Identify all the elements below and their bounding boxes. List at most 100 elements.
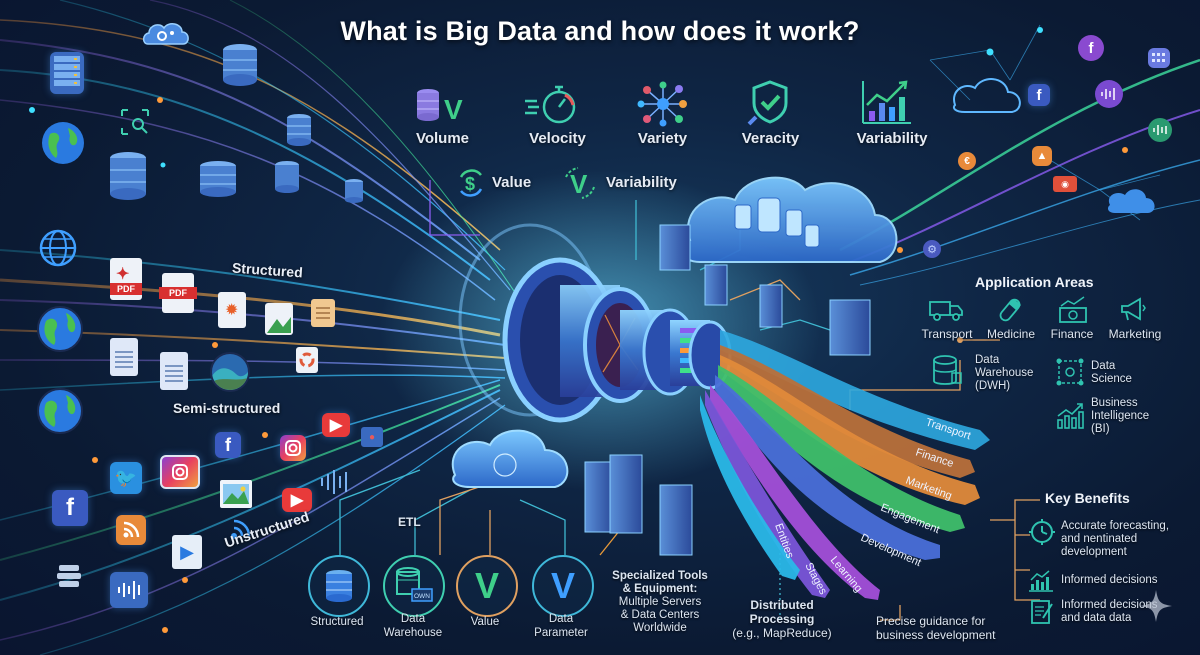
page-title: What is Big Data and how does it work?: [340, 16, 860, 46]
v-letter-icon: V: [550, 565, 575, 606]
svg-text:V: V: [444, 94, 463, 125]
instagram-icon: [160, 455, 200, 489]
bi-chart-icon: [1055, 400, 1085, 430]
text-file-icon: [160, 352, 188, 390]
svg-text:OWN: OWN: [414, 593, 430, 600]
audio-wave-icon: [110, 572, 148, 608]
pdf-file-icon: PDF: [159, 273, 197, 313]
database-icon: [273, 160, 301, 194]
media-icon: ●: [361, 427, 383, 447]
app-area-medicine: Medicine: [986, 327, 1036, 341]
value-label: Value: [492, 174, 532, 191]
specialized-tools-text: Specialized Tools & Equipment: Multiple …: [612, 570, 708, 634]
globe-icon: [40, 120, 86, 166]
database-icon: [285, 112, 313, 148]
shield-check-icon: [745, 78, 795, 128]
stopwatch-icon: [520, 82, 590, 127]
pdf-file-icon: ✦ PDF: [110, 258, 142, 300]
v-letter-icon: V: [474, 565, 499, 606]
youtube-icon: ▶: [282, 488, 312, 512]
sparkle-icon: [1138, 588, 1174, 624]
structured-node: [308, 555, 370, 617]
image-icon: [220, 480, 252, 508]
chat-grid-icon: [1148, 48, 1170, 68]
settings-icon: ⚙: [923, 240, 941, 258]
truck-icon: [928, 298, 964, 322]
facebook-icon: f: [215, 432, 241, 458]
semi-structured-category-label: Semi-structured: [173, 400, 281, 416]
data-scan-icon: [120, 108, 150, 136]
v-cycle-icon: V: [560, 165, 600, 201]
megaphone-icon: [1118, 296, 1148, 324]
database-icon: [220, 42, 260, 87]
variability-item: [858, 78, 913, 128]
chart-up-icon: [1028, 568, 1054, 592]
app-area-dwh: Data Warehouse (DWH): [975, 354, 1034, 392]
facebook-icon: f: [1078, 35, 1104, 61]
database-v-icon: V: [414, 85, 470, 125]
app-area-marketing: Marketing: [1108, 327, 1162, 341]
data-warehouse-node-label: Data Warehouse: [383, 613, 443, 639]
veracity-label: Veracity: [741, 130, 800, 147]
facebook-icon: f: [52, 490, 88, 526]
audio-wave-icon: [1148, 118, 1172, 142]
variability-secondary-label: Variability: [606, 174, 677, 191]
video-file-icon: ▶: [172, 535, 202, 569]
stack-server-icon: [55, 562, 83, 590]
structured-node-label: Structured: [310, 616, 364, 628]
globe-icon: [36, 387, 84, 435]
clock-gear-icon: [1028, 518, 1056, 546]
document-file-icon: [311, 299, 335, 327]
data-science-icon: [1055, 357, 1085, 387]
chart-file-icon: [296, 347, 318, 373]
data-warehouse-icon: [932, 355, 964, 387]
globe-grid-icon: [38, 228, 78, 268]
dollar-cycle-icon: $: [455, 167, 487, 199]
text-file-icon: [110, 338, 138, 376]
audio-wave-icon: [1095, 80, 1123, 108]
camera-icon: ◉: [1053, 176, 1077, 192]
benefit-informed-decisions-data: Informed decisions and data data: [1061, 599, 1158, 624]
application-areas-title: Application Areas: [975, 274, 1094, 290]
data-parameter-node: V: [532, 555, 594, 617]
youtube-icon: ▶: [322, 413, 350, 437]
svg-text:V: V: [570, 169, 588, 199]
database-icon: [343, 178, 365, 204]
data-parameter-node-label: Data Parameter: [534, 613, 588, 639]
precise-guidance-text: Precise guidance for business developmen…: [876, 614, 996, 642]
variability-label: Variability: [856, 130, 928, 147]
value-node-label: Value: [470, 616, 500, 628]
volume-label: Volume: [415, 130, 470, 147]
svg-text:$: $: [465, 174, 475, 194]
fire-file-icon: ✹: [218, 292, 246, 328]
app-area-finance: Finance: [1050, 327, 1094, 341]
cloud-gear-icon: [140, 18, 192, 50]
veracity-item: [745, 78, 795, 128]
server-rack-icon: [50, 52, 84, 94]
benefit-informed-decisions: Informed decisions: [1061, 574, 1158, 586]
volume-item: V: [410, 85, 470, 130]
bar-chart-growth-icon: [858, 78, 913, 128]
network-nodes-icon: [635, 80, 690, 128]
twitter-icon: 🐦: [110, 462, 142, 494]
pill-icon: [995, 296, 1025, 324]
velocity-label: Velocity: [529, 130, 586, 147]
key-benefits-title: Key Benefits: [1045, 490, 1130, 506]
coin-icon: €: [958, 152, 976, 170]
app-area-data-science: Data Science: [1091, 360, 1132, 385]
facebook-icon: f: [1028, 84, 1050, 106]
velocity-item: [520, 82, 590, 127]
variety-item: [635, 80, 690, 128]
database-icon: [198, 160, 238, 198]
variety-label: Variety: [637, 130, 688, 147]
instagram-icon: [280, 435, 306, 461]
document-edit-icon: [1030, 598, 1054, 626]
lock-icon: ▲: [1032, 146, 1052, 166]
value-node: V: [456, 555, 518, 617]
benefit-forecasting: Accurate forecasting, and nentinated dev…: [1061, 520, 1170, 558]
globe-icon: [36, 305, 84, 353]
wave-image-icon: [210, 352, 250, 392]
data-warehouse-node: OWN: [383, 555, 445, 617]
